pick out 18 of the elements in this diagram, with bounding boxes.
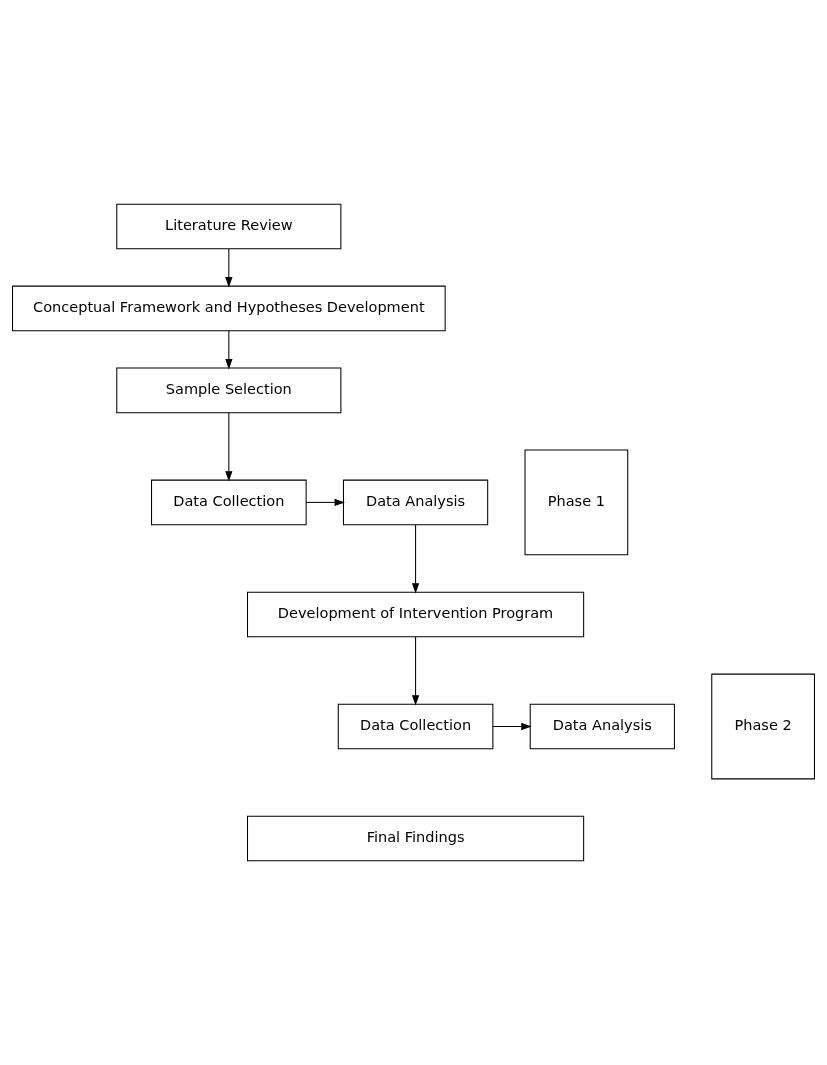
node-box: Conceptual Framework and Hypotheses Development [12, 285, 446, 332]
node-box: Data Analysis [342, 479, 489, 526]
arrow [225, 330, 233, 370]
arrow [411, 636, 420, 706]
arrow [225, 412, 233, 482]
arrow [305, 498, 345, 507]
node-box: Data Collection [337, 703, 494, 750]
node-box: Data Collection [151, 479, 307, 526]
arrow [225, 248, 233, 288]
node-box: Phase 2 [711, 673, 815, 780]
node-box: Data Analysis [529, 703, 675, 750]
node-box: Phase 1 [524, 449, 629, 556]
node-box: Literature Review [116, 203, 342, 250]
node-box: Sample Selection [116, 367, 342, 414]
arrow [411, 524, 420, 594]
node-box: Development of Intervention Program [247, 591, 585, 638]
arrow [492, 722, 532, 731]
node-box: Final Findings [247, 815, 585, 862]
